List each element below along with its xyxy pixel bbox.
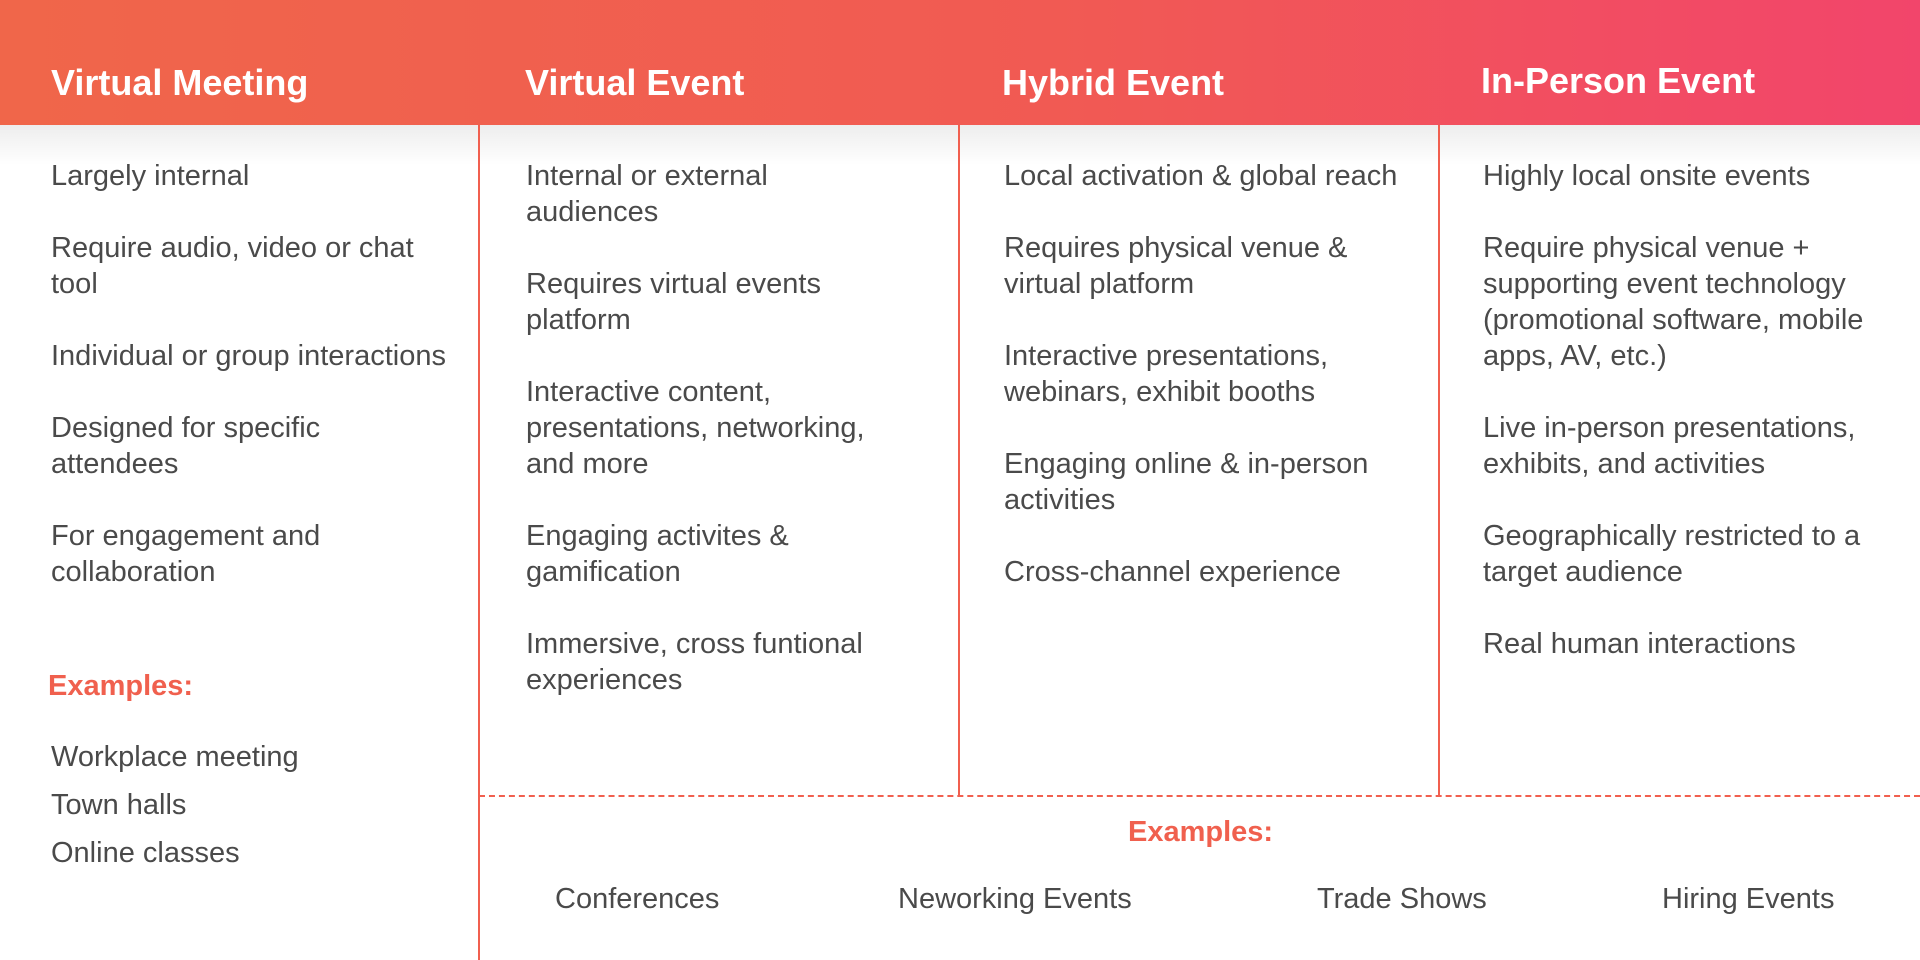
list-item: Designed for specific attendees [51, 412, 321, 480]
column-title-virtual-meeting: Virtual Meeting [51, 62, 309, 103]
header-band [0, 0, 1920, 125]
list-item: Requires physical venue & virtual platfo… [1004, 232, 1348, 300]
virtual-meeting-examples-label: Examples: [48, 670, 194, 702]
list-item: Interactive presentations, webinars, exh… [1004, 340, 1329, 408]
list-item: Engaging activites & gamification [526, 520, 789, 588]
event-example-item: Hiring Events [1662, 883, 1835, 915]
event-example-item: Conferences [555, 883, 720, 915]
list-item: Internal or external audiences [526, 160, 768, 228]
column-title-in-person-event: In-Person Event [1481, 60, 1756, 101]
list-item: Real human interactions [1483, 628, 1796, 660]
list-item: Geographically restricted to a target au… [1483, 520, 1861, 588]
list-item: Interactive content, presentations, netw… [526, 376, 865, 480]
list-item: Individual or group interactions [51, 340, 446, 372]
column-divider [478, 125, 480, 960]
list-item: Local activation & global reach [1004, 160, 1398, 192]
event-example-item: Trade Shows [1317, 883, 1487, 915]
list-item: Largely internal [51, 160, 250, 192]
list-item: Highly local onsite events [1483, 160, 1811, 192]
dashed-divider [479, 795, 1920, 797]
list-item: Workplace meeting [51, 741, 299, 773]
virtual-meeting-examples-list: Workplace meeting Town halls Online clas… [51, 733, 299, 877]
list-item: Town halls [51, 789, 187, 821]
hybrid-event-list: Local activation & global reach Requires… [1004, 158, 1406, 626]
list-item: For engagement and collaboration [51, 520, 321, 588]
in-person-event-list: Highly local onsite events Require physi… [1483, 158, 1878, 698]
virtual-event-list: Internal or external audiences Requires … [526, 158, 904, 734]
column-title-virtual-event: Virtual Event [525, 62, 745, 103]
list-item: Requires virtual events platform [526, 268, 821, 336]
virtual-meeting-list: Largely internal Require audio, video or… [51, 158, 451, 626]
list-item: Online classes [51, 837, 240, 869]
column-title-hybrid-event: Hybrid Event [1002, 62, 1225, 103]
list-item: Require audio, video or chat tool [51, 232, 414, 300]
column-divider [1438, 125, 1440, 796]
list-item: Cross-channel experience [1004, 556, 1341, 588]
header-shadow [0, 125, 1920, 165]
event-example-item: Neworking Events [898, 883, 1132, 915]
list-item: Engaging online & in-person activities [1004, 448, 1369, 516]
list-item: Immersive, cross funtional experiences [526, 628, 863, 696]
event-examples-label: Examples: [1128, 816, 1274, 848]
list-item: Require physical venue + supporting even… [1483, 232, 1864, 372]
column-divider [958, 125, 960, 796]
list-item: Live in-person presentations, exhibits, … [1483, 412, 1856, 480]
